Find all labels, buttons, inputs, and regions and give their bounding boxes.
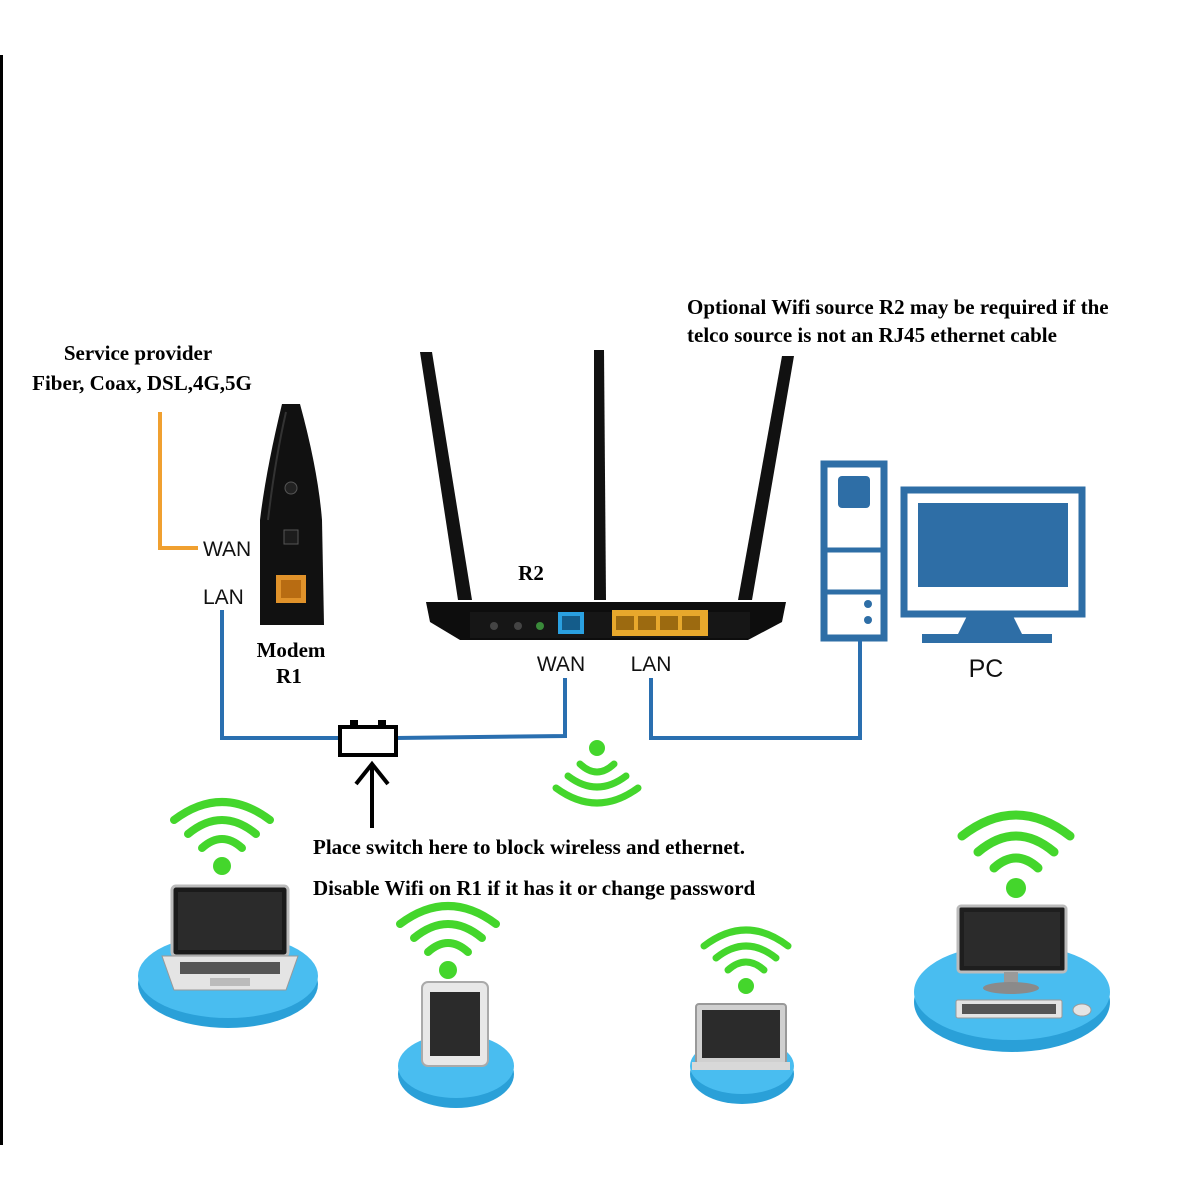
desktop-device-right (914, 904, 1110, 1052)
small-laptop-device (690, 1003, 794, 1104)
router-wan-cable (395, 678, 567, 740)
laptop-icon (692, 1003, 790, 1070)
arrow-up-icon (354, 760, 390, 828)
router-id-label: R2 (518, 561, 544, 585)
router-wifi-icon (552, 740, 642, 807)
modem-name-label: Modem (257, 638, 326, 662)
provider-cable (158, 412, 198, 550)
wifi-icon (700, 926, 792, 994)
wifi-icon (396, 902, 500, 979)
desktop-icon (955, 904, 1092, 1019)
laptop-icon (161, 884, 299, 991)
pc-tower-icon (820, 460, 888, 642)
wifi-icon (170, 798, 274, 875)
tablet-device (398, 981, 514, 1108)
service-provider-label: Service provider (64, 341, 212, 365)
router-wan-label: WAN (537, 653, 585, 676)
modem-wan-label: WAN (203, 538, 251, 561)
laptop-device-left (138, 884, 318, 1028)
router-lan-cable (649, 640, 862, 740)
switch-icon[interactable] (338, 720, 398, 757)
tablet-icon (421, 981, 489, 1067)
switch-note-line1: Place switch here to block wireless and … (313, 835, 745, 859)
modem-icon (260, 404, 324, 625)
optional-wifi-note-line2: telco source is not an RJ45 ethernet cab… (687, 323, 1057, 347)
left-border (0, 55, 3, 1145)
router-icon (420, 350, 794, 640)
modem-id-label: R1 (276, 664, 302, 688)
service-provider-types: Fiber, Coax, DSL,4G,5G (32, 371, 252, 395)
modem-lan-label: LAN (203, 586, 244, 609)
optional-wifi-note-line1: Optional Wifi source R2 may be required … (687, 295, 1109, 319)
router-lan-label: LAN (631, 653, 672, 676)
pc-label: PC (969, 655, 1004, 683)
wifi-icon (957, 810, 1075, 898)
modem-lan-cable (220, 610, 340, 740)
switch-note-line2: Disable Wifi on R1 if it has it or chang… (313, 876, 756, 900)
pc-monitor-icon (900, 486, 1086, 643)
